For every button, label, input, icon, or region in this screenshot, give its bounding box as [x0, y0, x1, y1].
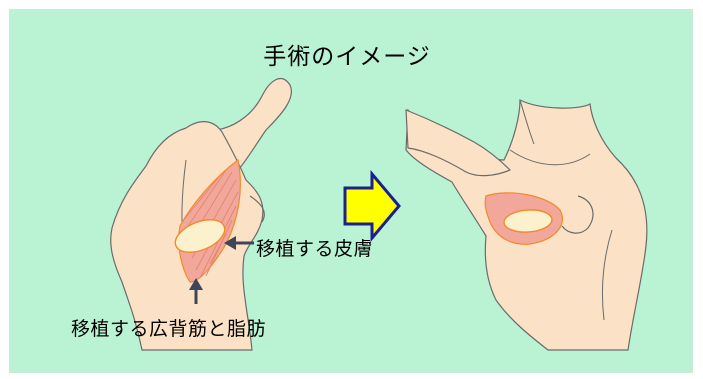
- label-transplanted-muscle: 移植する広背筋と脂肪: [71, 314, 266, 341]
- label-transplanted-skin: 移植する皮膚: [256, 234, 373, 261]
- recipient-figure: [406, 100, 647, 350]
- right-arrow-icon: [345, 174, 399, 238]
- donor-figure: [111, 79, 292, 350]
- recipient-arm: [406, 110, 510, 176]
